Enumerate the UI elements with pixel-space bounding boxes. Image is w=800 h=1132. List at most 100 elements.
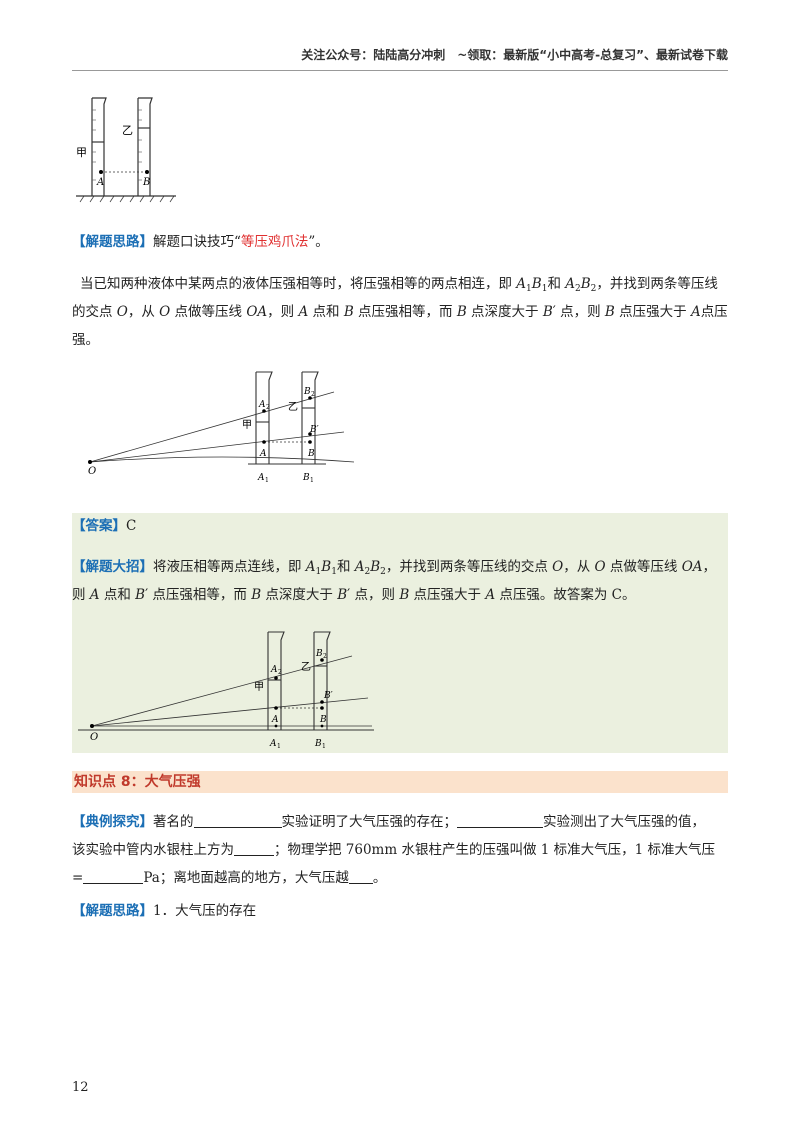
text-run: 点压强相等，而 [353, 304, 457, 320]
tip-line: 【解题思路】解题口诀技巧“等压鸡爪法”。 [72, 228, 728, 256]
symbol: O [159, 304, 171, 320]
symbol: B [456, 304, 467, 320]
label-jia: 甲 [254, 682, 264, 693]
label-b1: B [314, 739, 322, 749]
tip3-label: 【解题思路】 [72, 903, 153, 919]
subscript: 1 [315, 567, 322, 577]
text-run: ；物理学把 760mm 水银柱产生的压强叫做 1 标准大气压，1 标准大气压 [274, 842, 716, 858]
label-o: O [90, 732, 98, 743]
text-run: ′ 点压强相等，而 [145, 587, 252, 603]
symbol: O [116, 304, 128, 320]
label-sub: 2 [311, 391, 315, 398]
answer-blank[interactable] [457, 813, 543, 828]
label-sub: 1 [322, 743, 326, 750]
text-run: ，从 [563, 559, 595, 575]
text-run: 点深度大于 [466, 304, 543, 320]
answer-line: 【答案】C [72, 512, 728, 540]
page-header: 关注公众号：陆陆高分冲刺 ~领取：最新版“小中高考-总复习”、最新试卷下载 [301, 48, 728, 62]
text-run: ′ 点，则 [552, 304, 605, 320]
label-b1: B [302, 473, 310, 483]
symbol: A [690, 304, 701, 320]
answer-value: C [126, 518, 137, 534]
label-a1: A [257, 473, 265, 483]
label-sub: 2 [266, 404, 270, 411]
subscript: 2 [380, 567, 386, 577]
text-run: 点做等压线 [605, 559, 682, 575]
answer-blank[interactable] [193, 813, 282, 828]
text-run: 点压强。 [72, 304, 728, 348]
text-run: ，并找到两条等压线的交点 [72, 276, 718, 320]
answer-blank[interactable] [83, 869, 144, 884]
figure-isobar-lines-answer: O A 2 B 2 乙 甲 B′ A B A 1 B 1 [78, 631, 374, 750]
example-paragraph: 【典例探究】著名的 实验证明了大气压强的存在； 实验测出了大气压强的值， 该实验中管内… [72, 808, 728, 892]
label-b: B [319, 715, 327, 725]
text-run: 点和 [308, 304, 344, 320]
label-sub: 1 [277, 743, 281, 750]
text-run: = [72, 870, 84, 886]
label-a2: A [258, 400, 266, 410]
symbol: B [604, 304, 615, 320]
answer-box [72, 513, 728, 753]
label-sub: 2 [323, 653, 327, 660]
text-run: 著名的 [153, 814, 194, 830]
label-b: B [142, 177, 150, 188]
label-yi: 乙 [288, 401, 298, 413]
symbol: B [542, 304, 553, 320]
subscript: 2 [364, 567, 371, 577]
text-run: 将液压相等两点连线，即 [153, 559, 306, 575]
symbol: OA [681, 559, 703, 575]
text-run: 点压强大于 [614, 304, 691, 320]
label-b: B [307, 449, 315, 459]
label-bp: B′ [309, 425, 319, 435]
symbol: B [135, 587, 146, 603]
label-jia: 甲 [76, 146, 87, 159]
text-run: 实验测出了大气压强的值， [543, 814, 705, 830]
text-run: 和 [547, 276, 566, 292]
label-bp: B′ [323, 691, 333, 701]
label-yi: 乙 [122, 124, 133, 137]
tip-label: 【解题思路】 [72, 234, 153, 250]
label-a1: A [269, 739, 277, 749]
symbol: B [251, 587, 262, 603]
figure-two-tubes: 甲 乙 A B [76, 97, 176, 203]
text-run: 点压强。故答案为 C。 [495, 587, 636, 603]
label-a2: A [270, 665, 278, 675]
symbol: A [565, 276, 575, 292]
label-a: A [259, 449, 267, 459]
label-o: O [88, 466, 96, 477]
example-label: 【典例探究】 [72, 814, 153, 830]
text-run: ′ 点，则 [347, 587, 400, 603]
answer-blank[interactable] [348, 869, 373, 884]
label-jia: 甲 [242, 420, 252, 431]
symbol: A [354, 559, 365, 575]
symbol: B [580, 276, 591, 292]
subscript: 1 [331, 567, 337, 577]
tip3-text: 1．大气压的存在 [153, 903, 257, 919]
header-divider [72, 70, 728, 71]
text-run: ，并找到两条等压线的交点 [385, 559, 553, 575]
text-run: ，从 [127, 304, 160, 320]
text-run: 点和 [99, 587, 136, 603]
text-run: 则 [72, 587, 90, 603]
symbol: B [337, 587, 348, 603]
text-run: ，则 [267, 304, 299, 320]
text-run: 当已知两种液体中某两点的液体压强相等时，将压强相等的两点相连，即 [80, 276, 517, 292]
label-sub: 2 [278, 669, 282, 676]
answer-blank[interactable] [234, 841, 274, 856]
symbol: A [89, 587, 100, 603]
tip-text: 解题口诀技巧“ [153, 234, 241, 250]
symbol: OA [246, 304, 268, 320]
label-a: A [271, 715, 279, 725]
symbol: B [399, 587, 410, 603]
symbol: B [531, 276, 542, 292]
explanation-paragraph: 当已知两种液体中某两点的液体压强相等时，将压强相等的两点相连，即 A1B1和 A… [72, 270, 728, 354]
label-sub: 1 [310, 477, 314, 484]
section-heading: 知识点 8：大气压强 [72, 771, 728, 793]
text-run: 。 [372, 870, 387, 886]
page-number: 12 [72, 1080, 89, 1095]
tip3-line: 【解题思路】1．大气压的存在 [72, 897, 728, 925]
label-sub: 1 [265, 477, 269, 484]
text-run: 实验证明了大气压强的存在； [281, 814, 458, 830]
symbol: B [343, 304, 354, 320]
text-run: 该实验中管内水银柱上方为 [72, 842, 234, 858]
